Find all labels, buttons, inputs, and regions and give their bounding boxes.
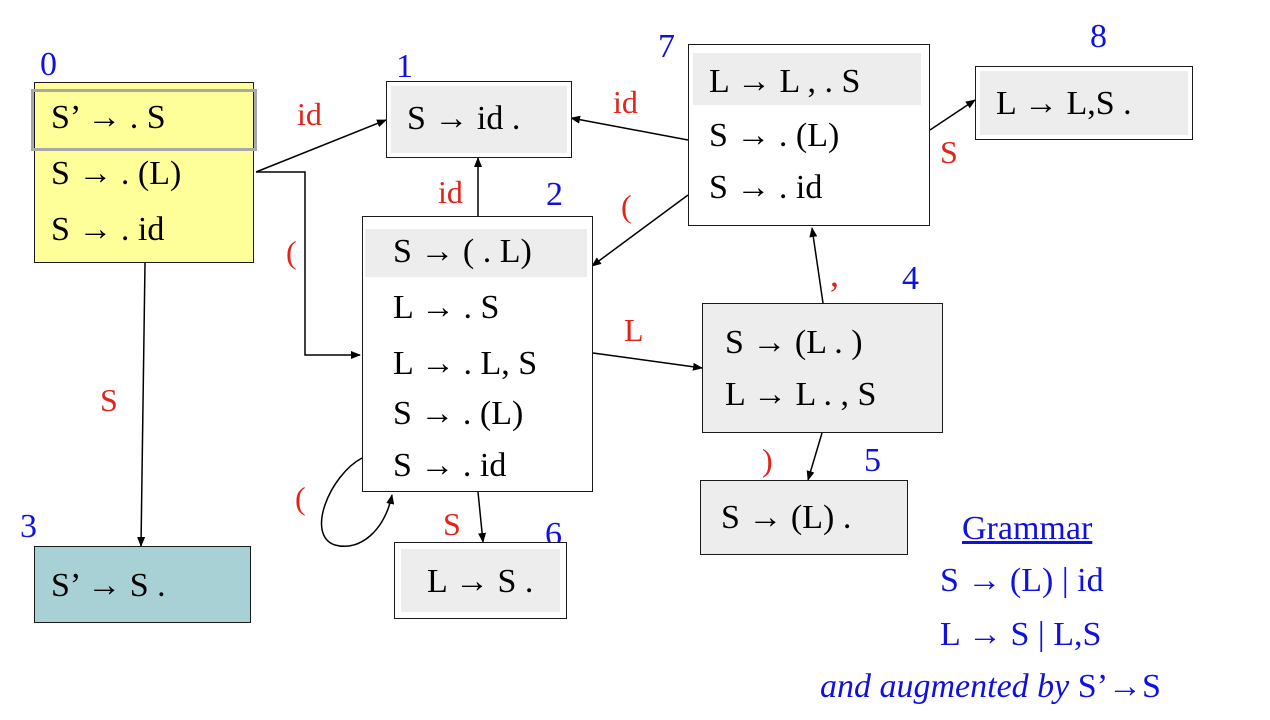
state-number-2: 2	[546, 176, 563, 213]
state-number-1: 1	[396, 48, 413, 85]
state-8-item-1: L → L,S .	[996, 85, 1132, 122]
state-2-item-4: S → . (L)	[393, 395, 524, 432]
edge-7-8	[929, 99, 976, 131]
edge-label-7-2: (	[621, 188, 632, 224]
state-0-item-3: S → . id	[51, 211, 165, 248]
edge-0-3	[137, 262, 146, 547]
state-7-item-2: S → . (L)	[709, 117, 840, 154]
state-7: L → L , . S S → . (L) S → . id	[688, 44, 930, 226]
state-2-item-2: L → . S	[393, 289, 500, 326]
state-number-4: 4	[902, 260, 919, 297]
state-4-item-2: L → L . , S	[725, 376, 877, 413]
state-4-item-1: S → (L . )	[725, 324, 863, 361]
edge-7-2	[591, 194, 689, 267]
state-number-3: 3	[20, 508, 37, 545]
grammar-augment-prefix: and augmented by	[820, 668, 1070, 705]
state-2: S → ( . L) L → . S L → . L, S S → . (L) …	[362, 216, 593, 492]
edge-label-2-6: S	[443, 506, 461, 542]
edge-label-0-1: id	[297, 96, 322, 132]
edge-label-2-1: id	[438, 174, 463, 210]
edge-label-7-8: S	[940, 134, 958, 170]
state-3: S’ → S .	[34, 546, 251, 623]
edge-2-4	[592, 352, 703, 371]
edge-2-2-loop	[320, 457, 395, 547]
edge-label-4-7: ,	[830, 254, 839, 294]
edge-0-1	[255, 119, 387, 173]
state-number-7: 7	[658, 28, 675, 65]
kernel-highlight	[31, 89, 257, 151]
grammar-augment-rule: S’→S	[1077, 668, 1161, 705]
edge-2-6	[477, 491, 487, 543]
state-4: S → (L . ) L → L . , S	[702, 303, 943, 433]
state-0-item-1: S’ → . S	[51, 99, 166, 136]
grammar-rule-s: S → (L) | id	[940, 562, 1104, 599]
state-number-8: 8	[1090, 18, 1107, 55]
state-5: S → (L) .	[700, 480, 908, 555]
state-3-item-1: S’ → S .	[51, 567, 166, 604]
state-7-item-1: L → L , . S	[709, 63, 861, 100]
state-1: S → id .	[386, 81, 572, 158]
state-2-item-1: S → ( . L)	[393, 233, 532, 270]
edge-label-2-2: (	[295, 480, 306, 516]
state-0-item-2: S → . (L)	[51, 155, 182, 192]
state-2-item-5: S → . id	[393, 447, 507, 484]
edge-7-1	[570, 115, 689, 141]
state-5-item-1: S → (L) .	[721, 499, 852, 536]
edge-label-0-3: S	[100, 382, 118, 418]
state-7-item-3: S → . id	[709, 169, 823, 206]
state-6-item-1: L → S .	[427, 563, 534, 600]
state-8: L → L,S .	[975, 66, 1193, 140]
edge-4-7	[809, 227, 824, 304]
state-6: L → S .	[394, 542, 567, 619]
grammar-title: Grammar	[962, 510, 1093, 547]
state-number-0: 0	[40, 46, 57, 83]
state-number-5: 5	[864, 442, 881, 479]
edge-4-5	[806, 432, 823, 481]
state-0: S’ → . S S → . (L) S → . id	[31, 82, 257, 263]
grammar-augment: and augmented by S’→S	[820, 668, 1161, 706]
grammar-rule-l: L → S | L,S	[940, 616, 1102, 653]
edge-0-2	[256, 171, 361, 359]
edge-label-7-1: id	[613, 84, 638, 120]
edge-label-4-5: )	[762, 442, 773, 478]
edge-label-0-2: (	[286, 234, 297, 270]
state-1-item-1: S → id .	[407, 100, 521, 137]
edge-label-2-4: L	[624, 312, 644, 348]
state-2-item-3: L → . L, S	[393, 345, 538, 382]
